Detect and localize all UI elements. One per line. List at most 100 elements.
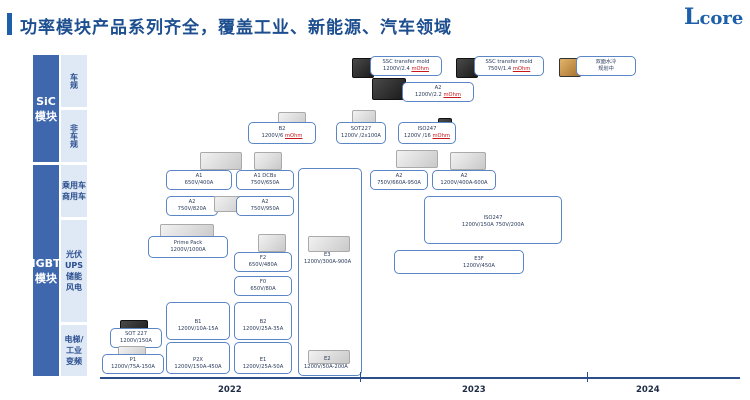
category-sic-label: SiC 模块 bbox=[35, 94, 57, 123]
product-e1[interactable]: E1 1200V/25A-50A bbox=[234, 342, 292, 374]
page-title: 功率模块产品系列齐全，覆盖工业、新能源、汽车领域 bbox=[20, 18, 452, 38]
product-a1[interactable]: A1 650V/400A bbox=[166, 170, 232, 190]
timeline-tick-2024 bbox=[587, 372, 588, 382]
sic-sot227-spec: 1200V /2x100A bbox=[341, 132, 381, 139]
b2-name: B2 bbox=[259, 319, 267, 325]
logo-initial: L bbox=[684, 4, 700, 30]
product-sot227[interactable]: SOT 227 1200V/150A bbox=[110, 328, 162, 348]
a2-750-950-spec: 750V/950A bbox=[250, 205, 280, 212]
product-ssc2[interactable]: SSC transfer mold 750V/1.4 mOhm bbox=[474, 56, 544, 76]
category-igbt-elevator: 电梯/ 工业 变频 bbox=[61, 325, 87, 376]
product-a2-750-950[interactable]: A2 750V/950A bbox=[236, 196, 294, 216]
ssc1-spec: 1200V/2.4 mOhm bbox=[371, 66, 441, 73]
category-sic-nonauto-label: 非车规 bbox=[69, 124, 79, 148]
timeline-axis bbox=[100, 377, 740, 379]
e2-module-image bbox=[308, 350, 350, 364]
e1-spec: 1200V/25A-50A bbox=[242, 363, 284, 370]
product-a2-660-950[interactable]: A2 750V/660A-950A bbox=[370, 170, 428, 190]
p1-name: P1 bbox=[129, 357, 137, 363]
sic-a2-name: A2 bbox=[434, 85, 442, 91]
category-igbt-elevator-label: 电梯/ 工业 变频 bbox=[64, 335, 84, 366]
primepack-spec: 1200V/1000A bbox=[170, 246, 206, 253]
year-2024: 2024 bbox=[636, 385, 660, 395]
ssc2-spec-value: 750V/1.4 bbox=[487, 65, 513, 72]
year-2023: 2023 bbox=[462, 385, 486, 395]
a2-2023-b-module-image bbox=[450, 152, 486, 170]
product-b1[interactable]: B1 1200V/10A-15A bbox=[166, 302, 230, 340]
sic-b2-spec-value: 1200V/6 bbox=[261, 132, 285, 139]
category-igbt-pv-label: 光伏 UPS 储能 风电 bbox=[64, 250, 84, 292]
e2-name: E2 bbox=[324, 356, 331, 362]
product-iso247[interactable]: ISO247 1200V/150A 750V/200A bbox=[424, 196, 562, 244]
category-sic-auto: 车规 bbox=[61, 55, 87, 107]
product-sic-iso247[interactable]: ISO247 1200V /16 mOhm bbox=[398, 122, 456, 144]
sic-b2-spec: 1200V/6 mOhm bbox=[249, 133, 315, 140]
sic-a2-module-image bbox=[372, 78, 406, 100]
e2-spec: 1200V/50A-200A bbox=[304, 364, 348, 370]
a2-750-820-spec: 750V/820A bbox=[177, 205, 207, 212]
product-sic-sot227[interactable]: SOT227 1200V /2x100A bbox=[336, 122, 386, 144]
product-a1-dcbs[interactable]: A1 DCBs 750V/650A bbox=[236, 170, 294, 190]
a2-2023-a-name: A2 bbox=[395, 173, 403, 179]
a1-module-image bbox=[200, 152, 242, 170]
category-igbt-label: IGBT 模块 bbox=[31, 256, 61, 285]
a2-750-950-name: A2 bbox=[261, 199, 269, 205]
iso247-spec: 1200V/150A 750V/200A bbox=[461, 221, 525, 228]
f0-name: F0 bbox=[259, 279, 267, 285]
title-accent-bar bbox=[7, 13, 12, 35]
category-igbt-passenger: 乘用车 商用车 bbox=[61, 165, 87, 217]
sic-a2-spec-unit: mOhm bbox=[443, 91, 461, 98]
product-e3f[interactable]: E3F 1200V/450A bbox=[394, 250, 524, 274]
sic-b2-name: B2 bbox=[278, 126, 286, 132]
p2x-name: P2X bbox=[193, 357, 203, 363]
p1-spec: 1200V/75A-150A bbox=[111, 363, 155, 370]
sic-b2-spec-unit: mOhm bbox=[284, 132, 303, 139]
double-side-line2: 规划中 bbox=[598, 65, 614, 72]
e3f-spec: 1200V/450A bbox=[463, 262, 495, 269]
sot227-spec: 1200V/150A bbox=[120, 337, 152, 344]
e3-module-image bbox=[308, 236, 350, 252]
logo-rest: core bbox=[699, 8, 744, 29]
a2-2023-a-module-image bbox=[396, 150, 438, 168]
product-ssc1[interactable]: SSC transfer mold 1200V/2.4 mOhm bbox=[370, 56, 442, 76]
a1dcb-name: A1 DCBs bbox=[253, 173, 277, 179]
ssc2-spec: 750V/1.4 mOhm bbox=[475, 66, 543, 73]
category-sic: SiC 模块 bbox=[33, 55, 59, 162]
p2x-spec: 1200V/150A-450A bbox=[174, 363, 222, 370]
e3-e2-column bbox=[298, 168, 362, 376]
f2-name: F2 bbox=[259, 255, 267, 261]
ssc1-name: SSC transfer mold bbox=[382, 59, 430, 65]
b1-name: B1 bbox=[194, 319, 202, 325]
a2-2023-b-name: A2 bbox=[460, 173, 468, 179]
product-sic-a2[interactable]: A2 1200V/2.2 mOhm bbox=[402, 82, 474, 102]
product-b2[interactable]: B2 1200V/25A-35A bbox=[234, 302, 292, 340]
sic-iso247-spec-unit: mOhm bbox=[432, 132, 450, 139]
product-p2x[interactable]: P2X 1200V/150A-450A bbox=[166, 342, 230, 374]
year-2022: 2022 bbox=[218, 385, 242, 395]
sic-a2-spec-value: 1200V/2.2 bbox=[415, 91, 444, 98]
a1dcb-module-image bbox=[254, 152, 282, 170]
lcore-logo: Lcore bbox=[684, 4, 743, 30]
product-sic-b2[interactable]: B2 1200V/6 mOhm bbox=[248, 122, 316, 144]
product-f2[interactable]: F2 650V/480A bbox=[234, 252, 292, 272]
sic-sot227-name: SOT227 bbox=[350, 126, 372, 132]
ssc2-name: SSC transfer mold bbox=[485, 59, 533, 65]
product-primepack[interactable]: Prime Pack 1200V/1000A bbox=[148, 236, 228, 258]
product-double-side-cooling[interactable]: 双面水冷 规划中 bbox=[576, 56, 636, 76]
double-side-line1: 双面水冷 bbox=[595, 59, 617, 65]
category-sic-nonauto: 非车规 bbox=[61, 110, 87, 162]
product-a2-400-600[interactable]: A2 1200V/400A-600A bbox=[432, 170, 496, 190]
category-sic-auto-label: 车规 bbox=[69, 73, 79, 89]
f0-spec: 650V/80A bbox=[250, 285, 276, 292]
product-f0[interactable]: F0 650V/80A bbox=[234, 276, 292, 296]
sic-iso247-spec: 1200V /16 mOhm bbox=[399, 133, 455, 140]
product-p1[interactable]: P1 1200V/75A-150A bbox=[102, 354, 164, 374]
product-a2-750-820[interactable]: A2 750V/820A bbox=[166, 196, 218, 216]
primepack-name: Prime Pack bbox=[173, 240, 203, 246]
sot227-name: SOT 227 bbox=[124, 331, 148, 337]
f2-module-image bbox=[258, 234, 286, 252]
e3-spec: 1200V/300A-900A bbox=[304, 259, 352, 265]
b2-spec: 1200V/25A-35A bbox=[242, 325, 284, 332]
sic-iso247-spec-value: 1200V /16 bbox=[404, 132, 433, 139]
iso247-name: ISO247 bbox=[483, 215, 503, 221]
